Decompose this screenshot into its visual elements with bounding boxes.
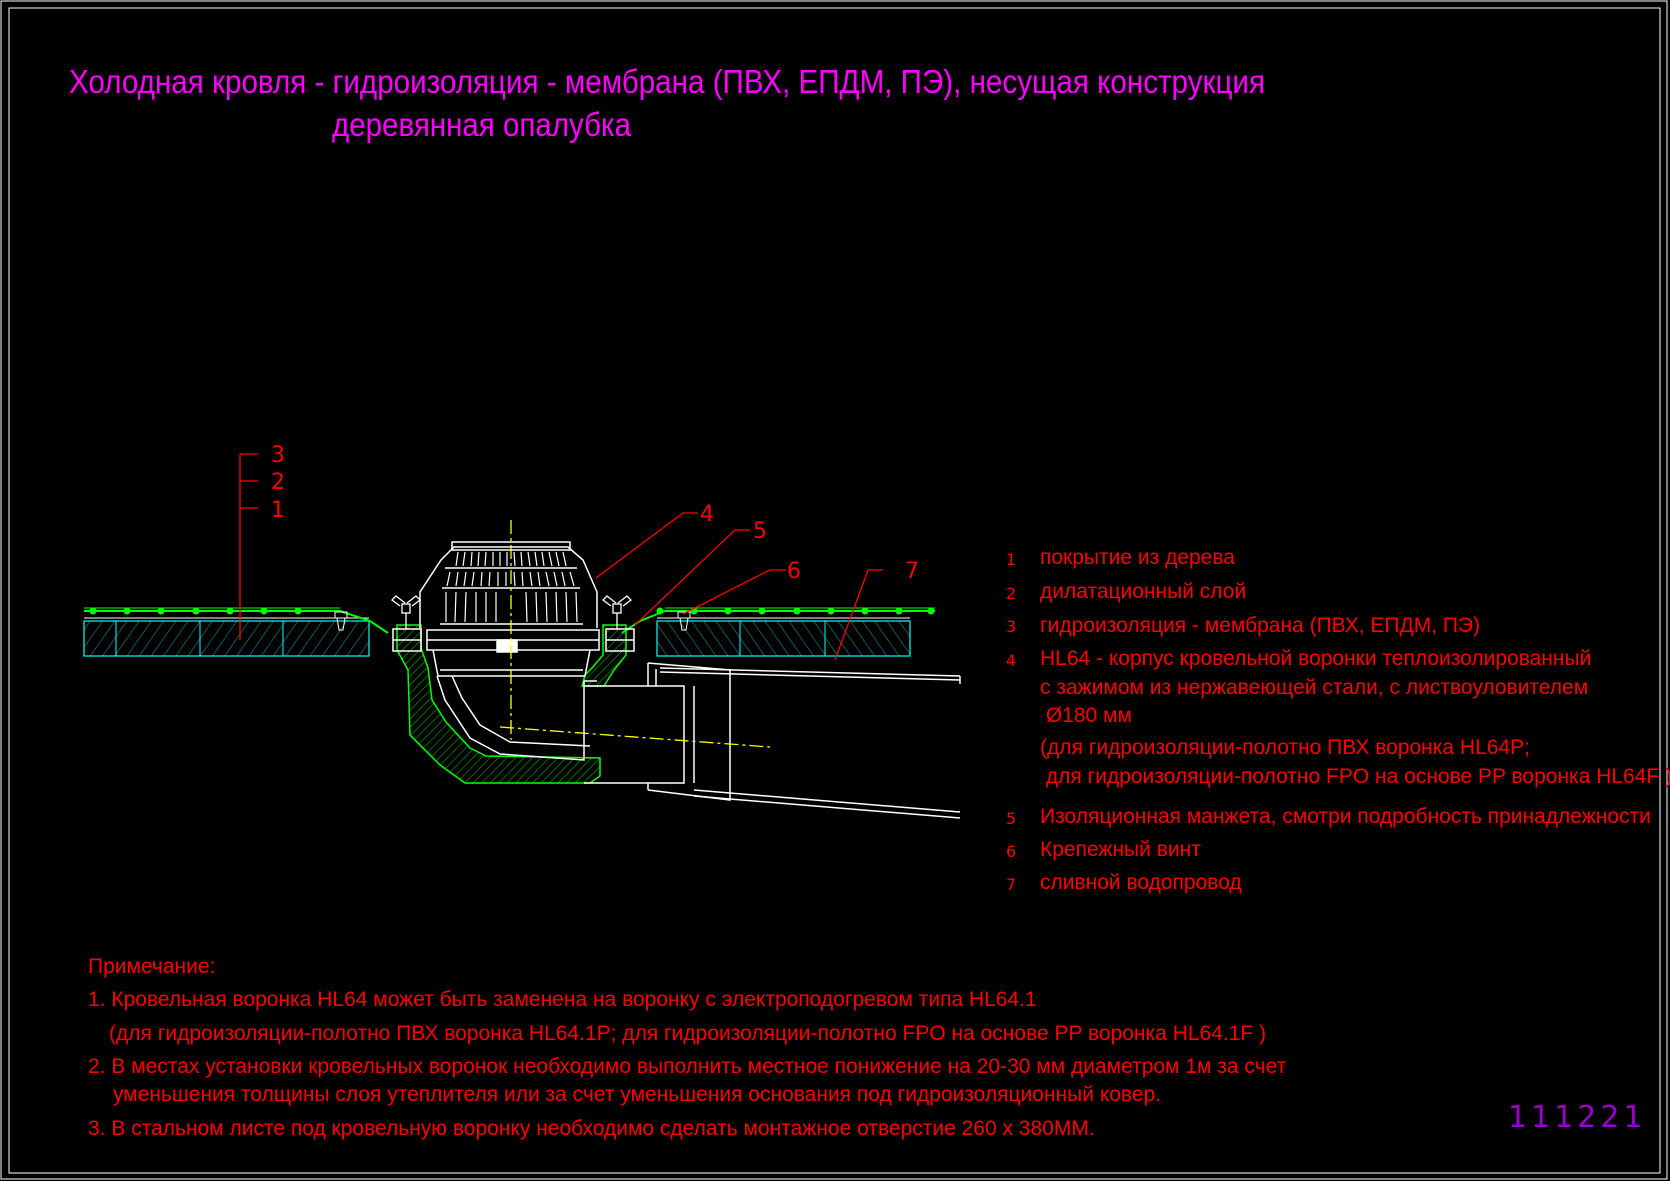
legend-num-7: 7: [1006, 875, 1016, 894]
note-1-continued: (для гидроизоляции-полотно ПВХ воронка H…: [109, 1022, 1266, 1045]
callout-3: 3: [271, 443, 285, 468]
note-2: 2. В местах установки кровельных воронок…: [88, 1055, 1287, 1078]
callout-4: 4: [700, 502, 714, 527]
roof-layers-left: [83, 607, 389, 657]
callout-leaders: [239, 453, 883, 661]
drain-pipe: [584, 662, 961, 819]
legend-text-5: Изоляционная манжета, смотри подробность…: [1040, 805, 1651, 828]
note-2-continued: уменьшения толщины слоя утеплителя или з…: [113, 1083, 1161, 1106]
callout-5: 5: [753, 519, 767, 544]
fixing-screw-right: [677, 611, 691, 631]
legend-text-4d: (для гидроизоляции-полотно ПВХ воронка H…: [1040, 736, 1530, 759]
drawing-code: 111221: [1508, 1100, 1647, 1135]
membrane-fixing-dots: [89, 607, 935, 615]
notes: Примечание: 1. Кровельная воронка HL64 м…: [88, 955, 1287, 1140]
legend-text-4b: с зажимом из нержавеющей стали, с листво…: [1040, 676, 1588, 699]
title-line-2: деревянная опалубка: [332, 106, 632, 143]
inner-frame: [8, 7, 1661, 1174]
wood-boards-left: [83, 620, 370, 657]
legend-text-4a: HL64 - корпус кровельной воронки теплоиз…: [1040, 647, 1591, 670]
fixing-screw-left: [334, 611, 348, 631]
legend: 1 покрытие из дерева 2 дилатационный сло…: [1006, 546, 1670, 894]
legend-num-4: 4: [1006, 651, 1016, 670]
title-line-1: Холодная кровля - гидроизоляция - мембра…: [69, 63, 1265, 100]
legend-num-1: 1: [1006, 550, 1016, 569]
clamp-wing-nut-left: [391, 595, 421, 629]
legend-num-6: 6: [1006, 842, 1016, 861]
legend-num-3: 3: [1006, 617, 1016, 636]
legend-num-2: 2: [1006, 584, 1016, 603]
legend-text-3: гидроизоляция - мембрана (ПВХ, ЕПДМ, ПЭ): [1040, 614, 1480, 637]
legend-text-4c: Ø180 мм: [1040, 704, 1132, 727]
note-1: 1. Кровельная воронка HL64 может быть за…: [88, 988, 1037, 1011]
callout-6: 6: [787, 559, 801, 584]
legend-text-4e: для гидроизоляции-полотно FPO на основе …: [1040, 765, 1670, 788]
clamp-wing-nut-right: [602, 595, 632, 629]
wood-boards-right: [656, 620, 911, 657]
callout-1: 1: [271, 498, 285, 523]
legend-text-2: дилатационный слой: [1040, 580, 1246, 603]
callout-7: 7: [905, 559, 919, 584]
legend-text-1: покрытие из дерева: [1040, 546, 1235, 569]
legend-num-5: 5: [1006, 809, 1016, 828]
legend-text-6: Крепежный винт: [1040, 838, 1201, 861]
roof-layers-right: [621, 607, 935, 657]
callout-2: 2: [271, 470, 285, 495]
axis-lines: [499, 520, 771, 748]
note-3: 3. В стальном листе под кровельную ворон…: [88, 1117, 1095, 1140]
legend-text-7: сливной водопровод: [1040, 871, 1242, 894]
notes-heading: Примечание:: [88, 955, 215, 978]
leaf-guard-ribs: [445, 551, 578, 623]
